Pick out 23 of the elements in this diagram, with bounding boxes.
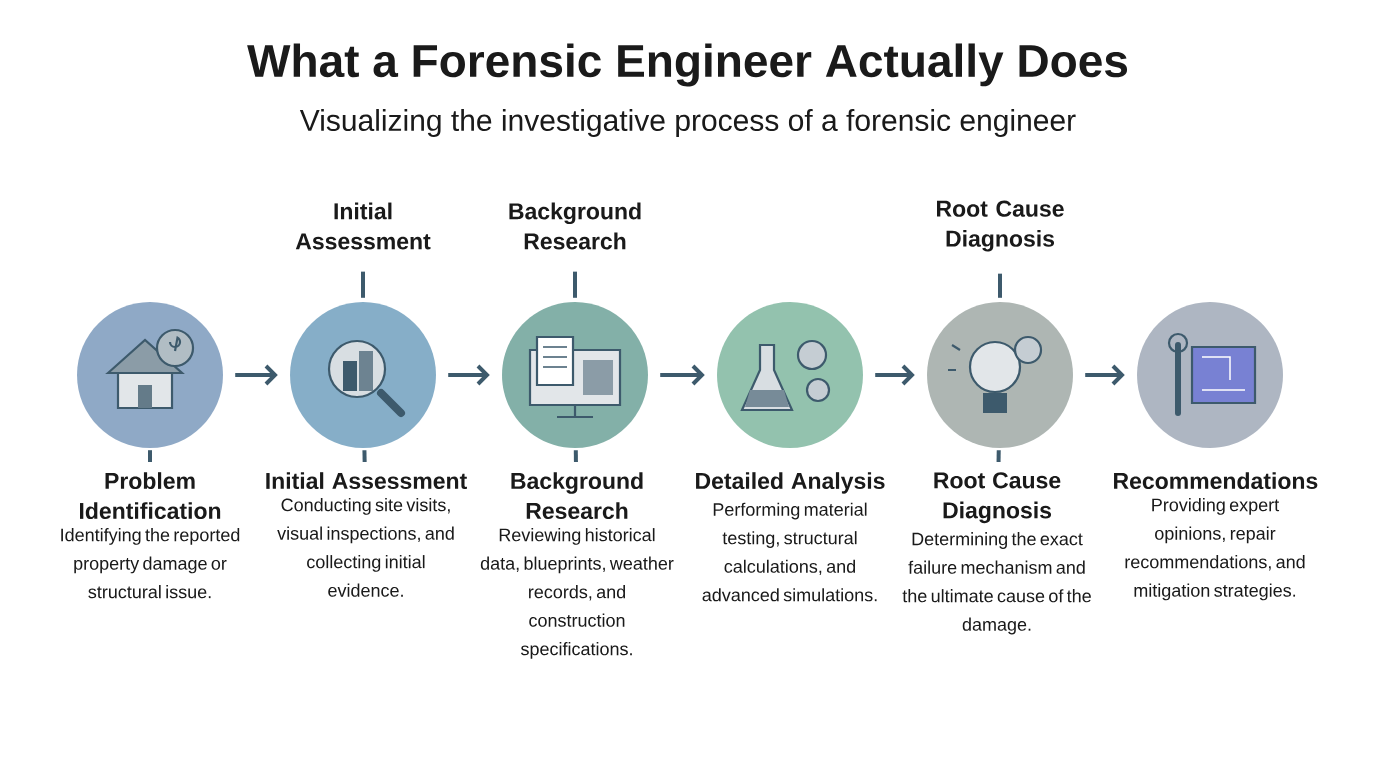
- step-description: Initial Assessment Conducting site visits, visual inspections, and collecting initial evidence.: [266, 472, 467, 597]
- title: What a Forensic Engineer Actually Does: [247, 43, 1128, 87]
- step-description: Recommendations Providing expert opinions, repair recommendations, and mitigation strategies.: [1114, 472, 1318, 601]
- connector-line: [996, 450, 1001, 463]
- subtitle: Visualizing the investigative process of a forensic engineer: [299, 109, 1076, 137]
- step-description: Background Research Reviewing historical data, blueprints, weather records, and construction specifications.: [480, 472, 674, 659]
- arrow: [875, 364, 915, 386]
- arrow: [660, 364, 705, 386]
- step-heading: Background Research: [509, 202, 641, 250]
- step-heading: Initial Assessment: [295, 202, 431, 250]
- arrow: [1085, 364, 1125, 386]
- connector-line: [998, 273, 1002, 298]
- step-description: Problem Identification Identifying the reported property damage or structural issue.: [61, 472, 240, 599]
- step-heading: Root Cause Diagnosis: [937, 200, 1064, 252]
- connector-line: [148, 450, 152, 462]
- connector-line: [361, 271, 365, 298]
- arrow: [235, 364, 278, 386]
- arrow: [448, 364, 490, 386]
- step-description: Root Cause Diagnosis Determining the exact failure mechanism and the ultimate cause of the damage.: [902, 472, 1091, 635]
- connector-line: [573, 450, 578, 463]
- connector-line: [362, 450, 367, 463]
- connector-line: [573, 271, 577, 298]
- step-description: Detailed Analysis Performing material testing, structural calculations, and advanced simulations.: [696, 472, 885, 602]
